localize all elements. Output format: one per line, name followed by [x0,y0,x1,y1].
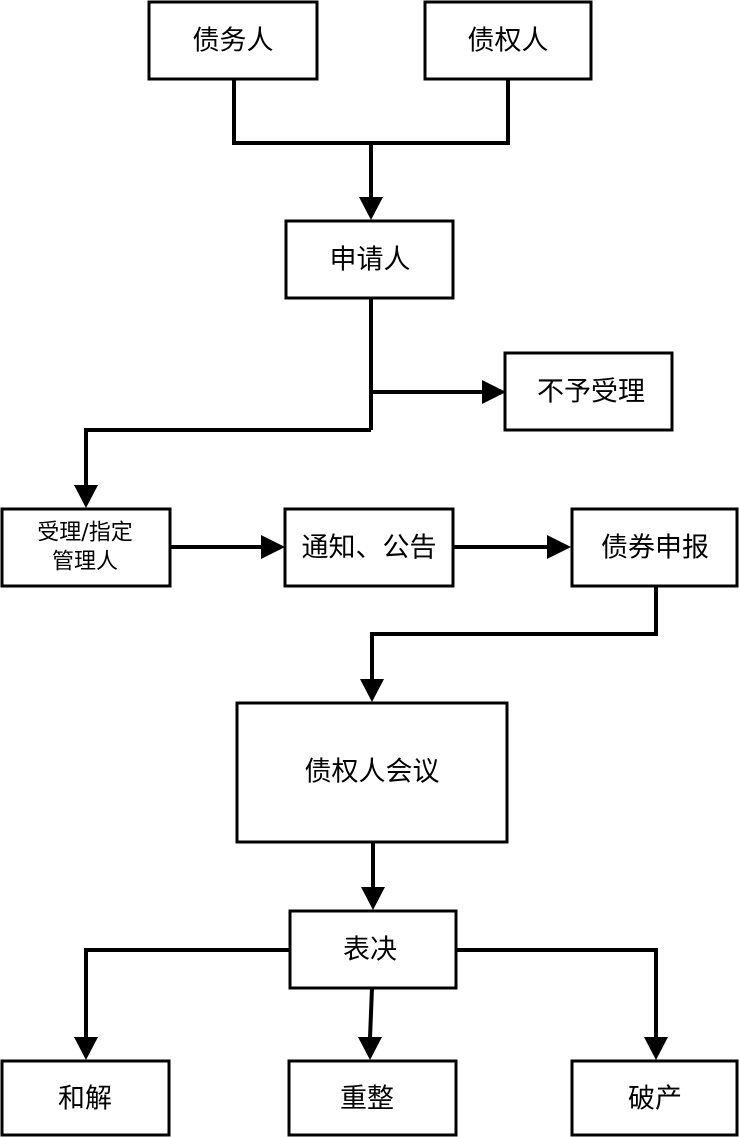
arrowhead-settlement [74,1037,98,1060]
arrowhead-vote [361,887,385,910]
node-accept-label-line1: 受理/指定 [37,521,132,546]
arrowhead-accept [74,485,98,508]
node-creditor: 债权人 [423,0,593,81]
edge-vote-to-reorganization [368,987,374,1039]
node-claim-label: 债券申报 [601,533,709,564]
node-reject-label: 不予受理 [537,377,645,408]
arrowhead-reject [482,380,506,404]
arrowhead-reorganization [358,1037,382,1060]
node-notice: 通知、公告 [283,507,455,588]
node-bankruptcy-label: 破产 [628,1084,682,1115]
node-bankruptcy: 破产 [570,1059,739,1137]
node-settlement: 和解 [0,1059,171,1137]
arrowhead-applicant [359,197,383,220]
arrowhead-notice [261,535,285,559]
node-meeting-label: 债权人会议 [305,757,440,788]
node-accept-appoint: 受理/指定 管理人 [0,507,172,588]
edge-vote-to-settlement [84,948,290,1038]
connectors [74,79,668,1060]
node-applicant-label: 申请人 [330,245,411,276]
node-vote: 表决 [288,909,458,990]
node-reorganization-label: 重整 [340,1084,394,1115]
node-vote-label: 表决 [343,935,397,966]
node-accept-label-line2: 管理人 [52,550,118,575]
node-claim: 债券申报 [570,507,739,588]
node-creditor-label: 债权人 [468,26,549,57]
node-debtor-label: 债务人 [193,26,274,57]
edge-to-accept [84,428,371,486]
node-reorganization: 重整 [287,1059,458,1137]
node-debtor: 债务人 [147,0,319,81]
arrowhead-meeting [360,679,384,702]
node-applicant: 申请人 [284,219,455,300]
arrowhead-claim [547,535,571,559]
node-creditors-meeting: 债权人会议 [235,701,509,844]
edge-claim-to-meeting [370,587,658,680]
arrowhead-bankruptcy [644,1037,668,1060]
node-reject: 不予受理 [503,351,674,432]
edge-vote-to-bankruptcy [456,948,658,1038]
edge-debtor-creditor-merge [232,79,510,145]
node-settlement-label: 和解 [58,1084,112,1115]
node-notice-label: 通知、公告 [302,533,437,564]
